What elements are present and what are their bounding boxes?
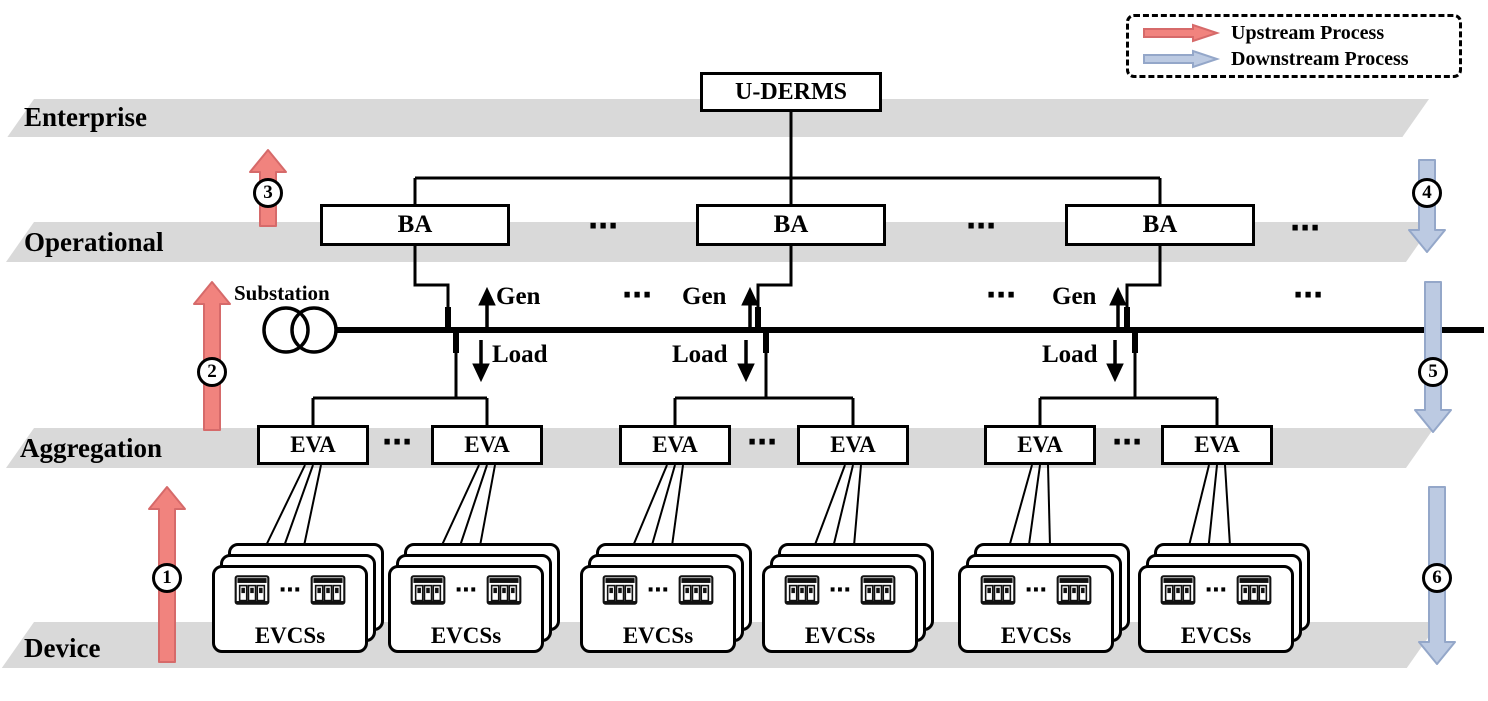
eva-box-4: EVA xyxy=(797,425,909,465)
upstream-arrow-icon xyxy=(1143,23,1221,43)
ellipsis-bus-2: ⋯ xyxy=(986,278,1016,313)
evcs-icon-row: ⋯ xyxy=(600,575,716,605)
bus-node-ticks xyxy=(445,307,1138,353)
ellipsis-ba-1: ⋯ xyxy=(588,209,618,244)
evcs-icon-row: ⋯ xyxy=(408,575,524,605)
load-arrow-2 xyxy=(737,340,755,383)
eva-box-2: EVA xyxy=(431,425,543,465)
evcs-card-front: ⋯ EVCSs xyxy=(212,565,368,653)
ba-box-1: BA xyxy=(320,204,510,246)
charging-station-icon xyxy=(978,575,1018,605)
charging-station-icon xyxy=(858,575,898,605)
legend-downstream-label: Downstream Process xyxy=(1231,47,1409,70)
step-circle-6: 6 xyxy=(1422,563,1452,593)
evcs-card-front: ⋯ EVCSs xyxy=(1138,565,1294,653)
ellipsis-bus-3: ⋯ xyxy=(1293,278,1323,313)
evcs-card-front: ⋯ EVCSs xyxy=(580,565,736,653)
ba-box-2: BA xyxy=(696,204,886,246)
eva-box-6: EVA xyxy=(1161,425,1273,465)
gen-label-2: Gen xyxy=(682,283,727,310)
evcs-ellipsis: ⋯ xyxy=(279,577,301,603)
charging-station-icon xyxy=(600,575,640,605)
charging-station-icon xyxy=(782,575,822,605)
evcs-card-front: ⋯ EVCSs xyxy=(958,565,1114,653)
ellipsis-ba-3: ⋯ xyxy=(1290,211,1320,246)
downstream-arrow-icon xyxy=(1143,49,1221,69)
load-arrow-1 xyxy=(472,340,490,383)
step-circle-2: 2 xyxy=(197,357,227,387)
substation-icon xyxy=(262,306,338,354)
evcs-label: EVCSs xyxy=(804,623,876,648)
layer-label-enterprise: Enterprise xyxy=(24,102,147,132)
evcs-card-front: ⋯ EVCSs xyxy=(388,565,544,653)
evcs-icon-row: ⋯ xyxy=(232,575,348,605)
eva-box-1: EVA xyxy=(257,425,369,465)
layer-label-operational: Operational xyxy=(24,227,164,257)
evcs-label: EVCSs xyxy=(1180,623,1252,648)
gen-label-3: Gen xyxy=(1052,283,1097,310)
evcs-ellipsis: ⋯ xyxy=(1025,577,1047,603)
evcs-stack-5: ⋯ EVCSs xyxy=(958,543,1130,655)
legend-row-downstream: Downstream Process xyxy=(1141,48,1447,71)
legend-upstream-label: Upstream Process xyxy=(1231,21,1385,44)
substation-label: Substation xyxy=(234,281,330,305)
ellipsis-ba-2: ⋯ xyxy=(966,209,996,244)
step-circle-1: 1 xyxy=(152,563,182,593)
step-circle-5: 5 xyxy=(1418,357,1448,387)
ellipsis-eva-1: ⋯ xyxy=(382,425,412,460)
evcs-ellipsis: ⋯ xyxy=(455,577,477,603)
evcs-label: EVCSs xyxy=(254,623,326,648)
evcs-label: EVCSs xyxy=(430,623,502,648)
evcs-icon-row: ⋯ xyxy=(978,575,1094,605)
legend: Upstream Process Downstream Process xyxy=(1126,14,1462,78)
evcs-stack-6: ⋯ EVCSs xyxy=(1138,543,1310,655)
bus-eva-connectors xyxy=(311,353,1219,425)
eva-box-3: EVA xyxy=(619,425,731,465)
eva-evcs-fan-lines xyxy=(259,464,1231,559)
evcs-label: EVCSs xyxy=(1000,623,1072,648)
charging-station-icon xyxy=(484,575,524,605)
evcs-ellipsis: ⋯ xyxy=(829,577,851,603)
evcs-stack-2: ⋯ EVCSs xyxy=(388,543,560,655)
evcs-label: EVCSs xyxy=(622,623,694,648)
charging-station-icon xyxy=(1234,575,1274,605)
charging-station-icon xyxy=(408,575,448,605)
charging-station-icon xyxy=(1158,575,1198,605)
gen-arrow-1 xyxy=(478,286,496,333)
load-label-3: Load xyxy=(1042,341,1098,368)
gen-label-1: Gen xyxy=(496,283,541,310)
load-label-2: Load xyxy=(672,341,728,368)
gen-load-arrows xyxy=(472,286,1127,383)
eva-box-5: EVA xyxy=(984,425,1096,465)
evcs-stack-3: ⋯ EVCSs xyxy=(580,543,752,655)
charging-station-icon xyxy=(308,575,348,605)
charging-station-icon xyxy=(232,575,272,605)
uderms-ba-connectors xyxy=(413,112,1162,330)
evcs-stack-4: ⋯ EVCSs xyxy=(762,543,934,655)
evcs-icon-row: ⋯ xyxy=(1158,575,1274,605)
ba-box-3: BA xyxy=(1065,204,1255,246)
legend-row-upstream: Upstream Process xyxy=(1141,22,1447,45)
evcs-ellipsis: ⋯ xyxy=(1205,577,1227,603)
evcs-ellipsis: ⋯ xyxy=(647,577,669,603)
layer-label-device: Device xyxy=(24,633,101,663)
uderms-box: U-DERMS xyxy=(700,72,882,112)
load-arrow-3 xyxy=(1106,340,1124,383)
evcs-stack-1: ⋯ EVCSs xyxy=(212,543,384,655)
gen-arrow-3 xyxy=(1109,286,1127,333)
evcs-icon-row: ⋯ xyxy=(782,575,898,605)
evcs-card-front: ⋯ EVCSs xyxy=(762,565,918,653)
charging-station-icon xyxy=(676,575,716,605)
load-label-1: Load xyxy=(492,341,548,368)
ellipsis-eva-2: ⋯ xyxy=(747,425,777,460)
charging-station-icon xyxy=(1054,575,1094,605)
step-circle-4: 4 xyxy=(1412,178,1442,208)
ellipsis-eva-3: ⋯ xyxy=(1112,425,1142,460)
upstream-arrow-2 xyxy=(193,281,231,431)
layer-label-aggregation: Aggregation xyxy=(20,433,162,463)
gen-arrow-2 xyxy=(741,286,759,333)
ellipsis-bus-1: ⋯ xyxy=(622,278,652,313)
step-circle-3: 3 xyxy=(253,178,283,208)
